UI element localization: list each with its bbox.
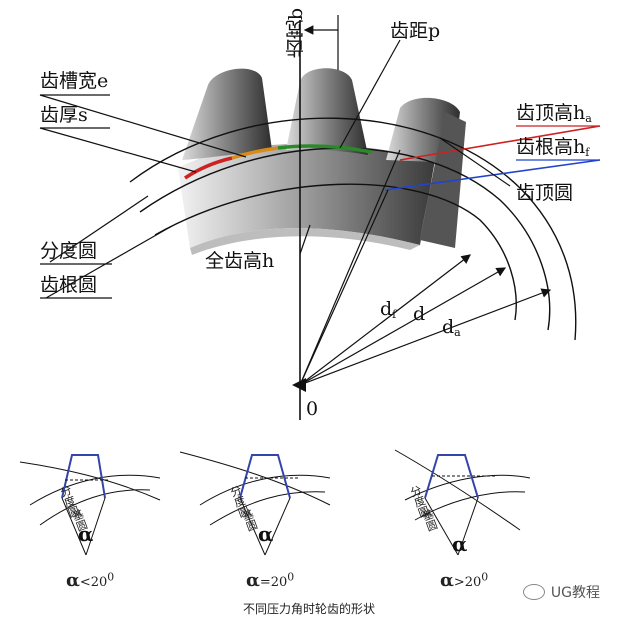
- leader-pitch-circle: [49, 195, 149, 263]
- comparison-1-angle: α: [78, 522, 94, 546]
- label-root-circle: 齿根圆: [40, 274, 98, 296]
- comparison-2-angle: α: [258, 522, 274, 546]
- comparison-3-condition: α>200: [440, 570, 489, 591]
- gear-tooth-2: [286, 68, 368, 155]
- leader-addendum-circle: [439, 137, 511, 187]
- root-circle: [154, 183, 517, 321]
- radius-addendum: [299, 149, 401, 386]
- tooth-thickness-arc: [184, 156, 233, 180]
- label-addendum-circle: 齿顶圆: [516, 182, 574, 204]
- watermark-text: UG教程: [550, 585, 600, 601]
- gear-rim: [178, 143, 435, 248]
- comparison-sketch-1: [19, 454, 161, 556]
- gear-rim-lower: [190, 228, 420, 255]
- gear-tooth-1: [182, 68, 272, 160]
- leader-pitch: [339, 39, 401, 149]
- pitch-circle: [139, 147, 551, 331]
- label-origin: 0: [306, 398, 319, 420]
- space-width-arc: [231, 146, 279, 160]
- comparison-3-angle: α: [452, 532, 468, 556]
- label-addendum: 齿顶高ha: [516, 102, 592, 125]
- comparison-sketch-2: [179, 451, 331, 556]
- comparison-2-condition: α=200: [246, 570, 295, 591]
- label-dedendum: 齿根高hf: [516, 136, 590, 159]
- label-whole-depth: 全齿高h: [205, 250, 275, 272]
- label-pitch-circle: 分度圆: [40, 240, 98, 262]
- pitch-arc: [277, 144, 373, 154]
- leader-dedendum: [384, 159, 601, 191]
- label-tooth-thickness: 齿厚s: [40, 104, 88, 126]
- comparison-sketch-3: [394, 449, 531, 556]
- label-pitch: 齿距p: [390, 20, 441, 42]
- leader-tooth-thickness: [39, 127, 197, 173]
- leader-root-circle: [45, 225, 173, 299]
- addendum-circle: [129, 117, 577, 341]
- label-tooth-width: 齿宽b: [285, 8, 307, 59]
- radius-tip: [299, 288, 552, 386]
- label-pitch-diameter: d: [413, 303, 426, 325]
- comparison-caption: 不同压力角时轮齿的形状: [242, 602, 375, 616]
- gear-tooth-3-side: [420, 112, 466, 248]
- radius-pitch: [299, 267, 507, 386]
- leader-addendum: [399, 125, 601, 161]
- watermark: UG教程: [522, 582, 600, 602]
- comparison-1-condition: α<200: [66, 570, 115, 591]
- radius-root: [299, 254, 471, 386]
- leader-whole-depth: [299, 224, 311, 255]
- leader-space-width: [39, 94, 247, 158]
- radius-dedendum: [299, 189, 389, 386]
- origin-marker: [292, 378, 306, 392]
- label-root-diameter: df: [380, 298, 397, 321]
- wechat-icon: [522, 584, 545, 600]
- label-space-width: 齿槽宽e: [40, 70, 109, 92]
- label-tip-diameter: da: [442, 316, 461, 339]
